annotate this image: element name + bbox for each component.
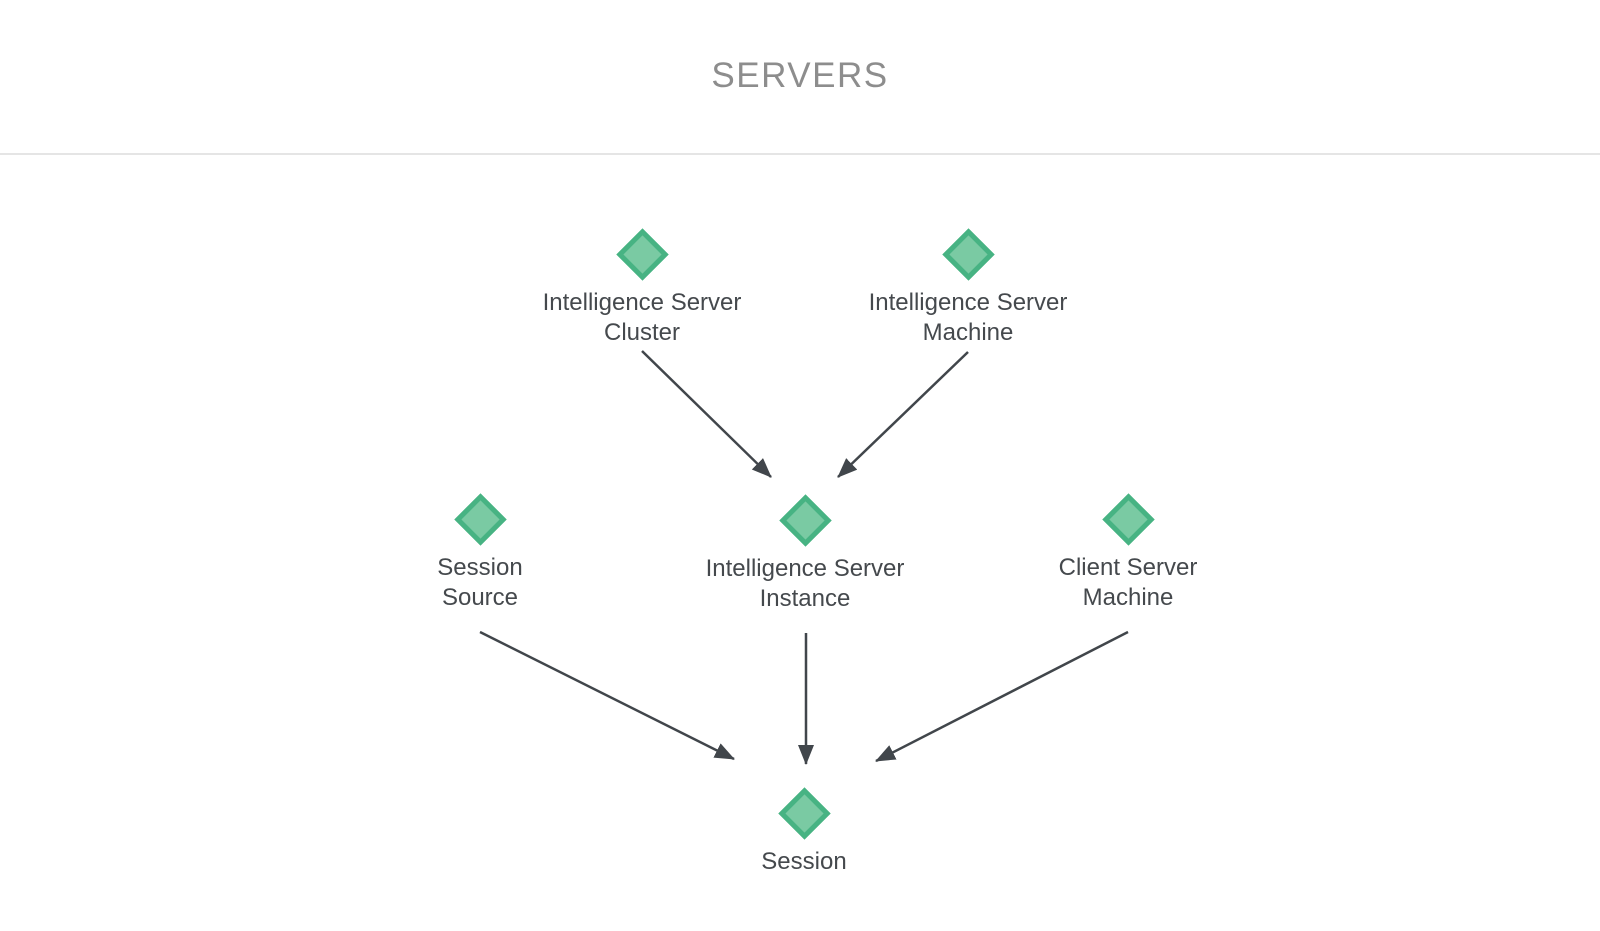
page-title: SERVERS [711,56,889,95]
diamond-icon [615,227,669,281]
diamond-icon-wrap [778,493,832,547]
diamond-icon-wrap [453,492,507,546]
diamond-icon-wrap [777,786,831,840]
diamond-icon-wrap [1101,492,1155,546]
diamond-icon [453,492,507,546]
node-label-line: Client Server [1058,554,1198,581]
diamond-icon-wrap [941,227,995,281]
node-label-line: Session [437,554,523,581]
node-label-line: Intelligence Server [542,289,742,316]
arrow-session-source-to-session [479,630,735,761]
node-session: Session [664,786,944,877]
header-divider [0,153,1600,155]
node-label-line: Intelligence Server [705,555,905,582]
node-label-line: Session [761,848,847,875]
diamond-icon [777,786,831,840]
node-label: Session [761,847,846,877]
node-label-line: Cluster [603,319,681,346]
node-label-line: Intelligence Server [868,289,1068,316]
node-label-line: Source [441,584,519,611]
diamond-icon-wrap [615,227,669,281]
node-label-line: Instance [759,585,851,612]
arrow-intelligence-server-machine-to-intelligence-server-instance [837,351,969,478]
diamond-icon [941,227,995,281]
arrow-client-server-machine-to-session [875,630,1129,763]
diamond-icon [1101,492,1155,546]
diamond-icon [778,493,832,547]
arrow-intelligence-server-cluster-to-intelligence-server-instance [641,350,772,478]
node-label-line: Machine [1082,584,1174,611]
node-label-line: Machine [922,319,1014,346]
